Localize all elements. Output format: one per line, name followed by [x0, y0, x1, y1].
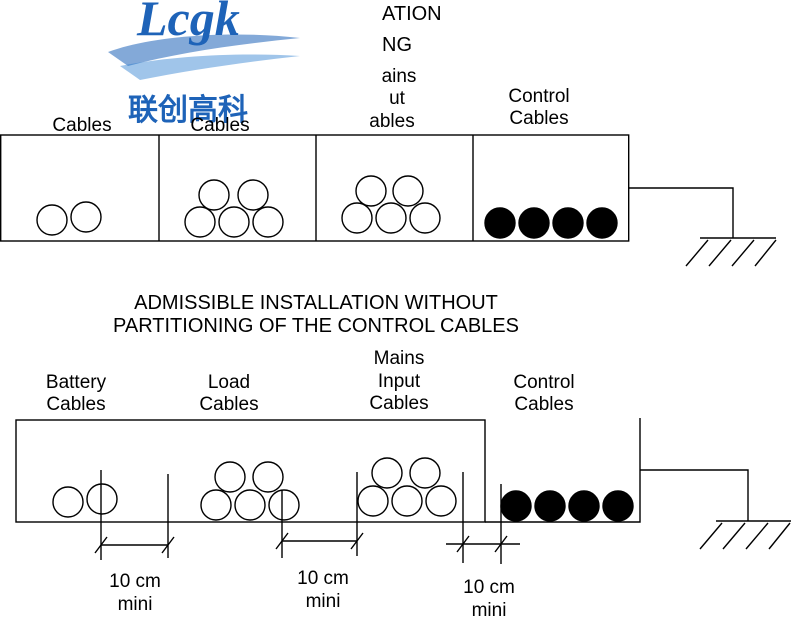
top-load-cable — [218, 206, 250, 238]
logo-cjk-text: 联创高科 — [128, 93, 248, 128]
top-mains-label-line-2: ut — [389, 88, 406, 109]
bottom-battery-label-line-1: Battery — [46, 372, 107, 393]
bottom-earth-ground-icon — [640, 469, 791, 550]
top-mains-cable — [409, 202, 441, 234]
dimension-2-note: mini — [306, 591, 341, 612]
top-control-cable — [552, 207, 584, 239]
top-control-label-line-2: Cables — [509, 108, 568, 129]
company-logo: Lcgk 联创高科 — [108, 0, 300, 128]
logo-swoosh-lower-icon — [120, 54, 300, 80]
bottom-mains-cable — [371, 457, 403, 489]
bottom-control-label-line-1: Control — [513, 372, 574, 393]
bottom-mains-cable — [357, 485, 389, 517]
top-load-cable — [198, 179, 230, 211]
bottom-mains-cable — [391, 485, 423, 517]
bottom-battery-cable — [86, 483, 118, 515]
top-battery-cable — [70, 201, 102, 233]
bottom-battery-label-line-2: Cables — [46, 394, 105, 415]
bottom-control-cable — [500, 490, 532, 522]
bottom-mains-cable — [425, 485, 457, 517]
top-tray-outline — [0, 134, 630, 242]
top-control-cable — [518, 207, 550, 239]
bottom-mains-label-line-1: Mains — [374, 348, 425, 369]
bottom-section: ADMISSIBLE INSTALLATION WITHOUT PARTITIO… — [15, 292, 791, 621]
top-mains-cable — [392, 175, 424, 207]
logo-latin-text: Lcgk — [136, 0, 240, 46]
logo-swoosh-icon — [108, 34, 300, 66]
top-mains-cable — [355, 175, 387, 207]
bottom-control-cable — [568, 490, 600, 522]
bottom-load-cable — [252, 461, 284, 493]
bottom-heading-line-2: PARTITIONING OF THE CONTROL CABLES — [113, 315, 519, 337]
top-heading-line-1: ATION — [382, 3, 442, 25]
dimension-3-value: 10 cm — [463, 577, 515, 598]
bottom-control-tray — [485, 418, 641, 523]
dimension-marker-3 — [446, 472, 520, 564]
dimension-2-value: 10 cm — [297, 568, 349, 589]
bottom-battery-cable — [52, 486, 84, 518]
dimension-1-note: mini — [118, 594, 153, 615]
dimension-marker-2 — [275, 472, 364, 558]
top-load-cable — [252, 206, 284, 238]
top-heading-line-2: NG — [382, 34, 412, 56]
dimension-1-value: 10 cm — [109, 571, 161, 592]
top-mains-cable — [375, 202, 407, 234]
bottom-mains-label-line-3: Cables — [369, 393, 428, 414]
top-section: ATION NG Cables Cables ains ut ables Con… — [0, 3, 777, 267]
top-load-label-line-1: Cables — [190, 115, 249, 136]
dimension-3-note: mini — [472, 600, 507, 621]
top-mains-label-line-1: ains — [382, 66, 417, 87]
top-mains-cable — [341, 202, 373, 234]
bottom-heading-line-1: ADMISSIBLE INSTALLATION WITHOUT — [134, 292, 498, 314]
bottom-load-label-line-1: Load — [208, 372, 250, 393]
bottom-control-cable — [602, 490, 634, 522]
top-battery-label-line-1: Cables — [52, 115, 111, 136]
bottom-control-label-line-2: Cables — [514, 394, 573, 415]
top-control-cable — [586, 207, 618, 239]
bottom-power-tray — [15, 419, 486, 523]
top-battery-cable — [36, 204, 68, 236]
bottom-load-cable — [234, 489, 266, 521]
bottom-mains-label-line-2: Input — [378, 371, 421, 392]
top-load-cable — [237, 179, 269, 211]
top-control-label-line-1: Control — [508, 86, 569, 107]
top-mains-label-line-3: ables — [369, 111, 414, 132]
bottom-load-cable — [200, 489, 232, 521]
bottom-load-label-line-2: Cables — [199, 394, 258, 415]
bottom-load-cable — [214, 461, 246, 493]
bottom-load-cable — [268, 489, 300, 521]
top-earth-ground-icon — [629, 187, 777, 267]
top-load-cable — [184, 206, 216, 238]
dimension-marker-1 — [94, 470, 175, 560]
bottom-control-cable — [534, 490, 566, 522]
bottom-mains-cable — [409, 457, 441, 489]
top-control-cable — [484, 207, 516, 239]
